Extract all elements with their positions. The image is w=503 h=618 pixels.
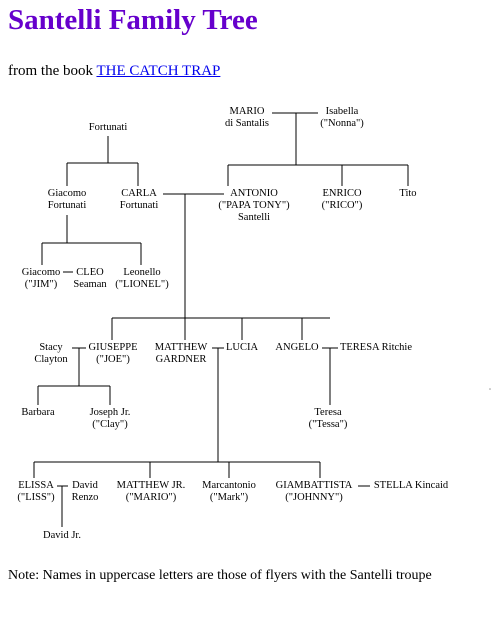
person-david: David Renzo: [71, 480, 99, 503]
person-david-jr: David Jr.: [43, 530, 81, 541]
person-giuseppe: GIUSEPPE ("JOE"): [88, 342, 138, 365]
person-cleo: CLEO Seaman: [73, 267, 107, 290]
person-elissa: ELISSA ("LISS"): [17, 480, 55, 503]
person-tito: Tito: [399, 188, 417, 199]
person-marcantonio: Marcantonio ("Mark"): [202, 480, 256, 503]
intro-text: from the book: [8, 63, 97, 79]
page-title: Santelli Family Tree: [8, 4, 258, 36]
person-teresa-ritchie: TERESA Ritchie: [339, 342, 413, 353]
person-angelo: ANGELO: [275, 342, 319, 353]
person-lucia: LUCIA: [225, 342, 259, 353]
person-matthew-jr: MATTHEW JR. ("MARIO"): [116, 480, 186, 503]
person-isabella: Isabella ("Nonna"): [320, 106, 364, 129]
person-tessa: Teresa ("Tessa"): [308, 407, 348, 430]
intro-line: from the book THE CATCH TRAP: [8, 63, 220, 80]
person-carla: CARLA Fortunati: [119, 188, 159, 211]
person-joseph: Joseph Jr. ("Clay"): [89, 407, 131, 430]
person-matthew: MATTHEW GARDNER: [154, 342, 208, 365]
person-mario: MARIO di Santalis: [224, 106, 270, 129]
person-barbara: Barbara: [21, 407, 55, 418]
person-enrico: ENRICO ("RICO"): [321, 188, 363, 211]
person-stella: STELLA Kincaid: [373, 480, 449, 491]
person-fortunati: Fortunati: [88, 122, 128, 133]
person-leonello: Leonello ("LIONEL"): [115, 267, 169, 290]
person-antonio: ANTONIO ("PAPA TONY") Santelli: [218, 188, 290, 223]
person-giacomo: Giacomo Fortunati: [47, 188, 87, 211]
person-giacomo-jim: Giacomo ("JIM"): [21, 267, 61, 290]
footnote: Note: Names in uppercase letters are tho…: [8, 568, 432, 583]
person-stacy: Stacy Clayton: [34, 342, 68, 365]
book-link[interactable]: THE CATCH TRAP: [96, 63, 221, 79]
person-giambattista: GIAMBATTISTA ("JOHNNY"): [275, 480, 353, 503]
scan-speck: [489, 388, 491, 390]
